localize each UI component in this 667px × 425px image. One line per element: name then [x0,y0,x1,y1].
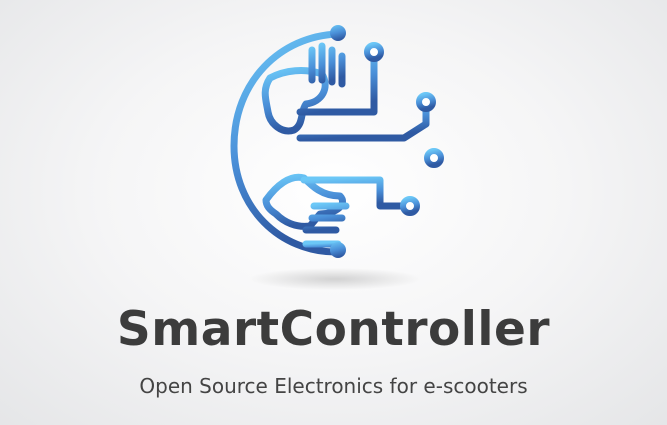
node-bottom [330,242,346,258]
logo-shadow [250,268,420,290]
trace-2 [296,50,378,116]
globe-arc [230,30,342,256]
node-right-3 [400,196,420,216]
globe-circuit-icon [230,25,444,258]
finger-bars [308,42,346,88]
continent-top [261,67,329,135]
node-top-right [364,42,384,62]
trace-5 [300,176,412,210]
brand-name: SmartController [116,302,551,357]
node-right-2 [424,148,444,168]
node-top [330,25,346,41]
tagline: Open Source Electronics for e-scooters [139,374,528,398]
finger-bars-lower [302,202,350,234]
node-right-1 [416,92,436,112]
trace-3 [296,98,430,142]
